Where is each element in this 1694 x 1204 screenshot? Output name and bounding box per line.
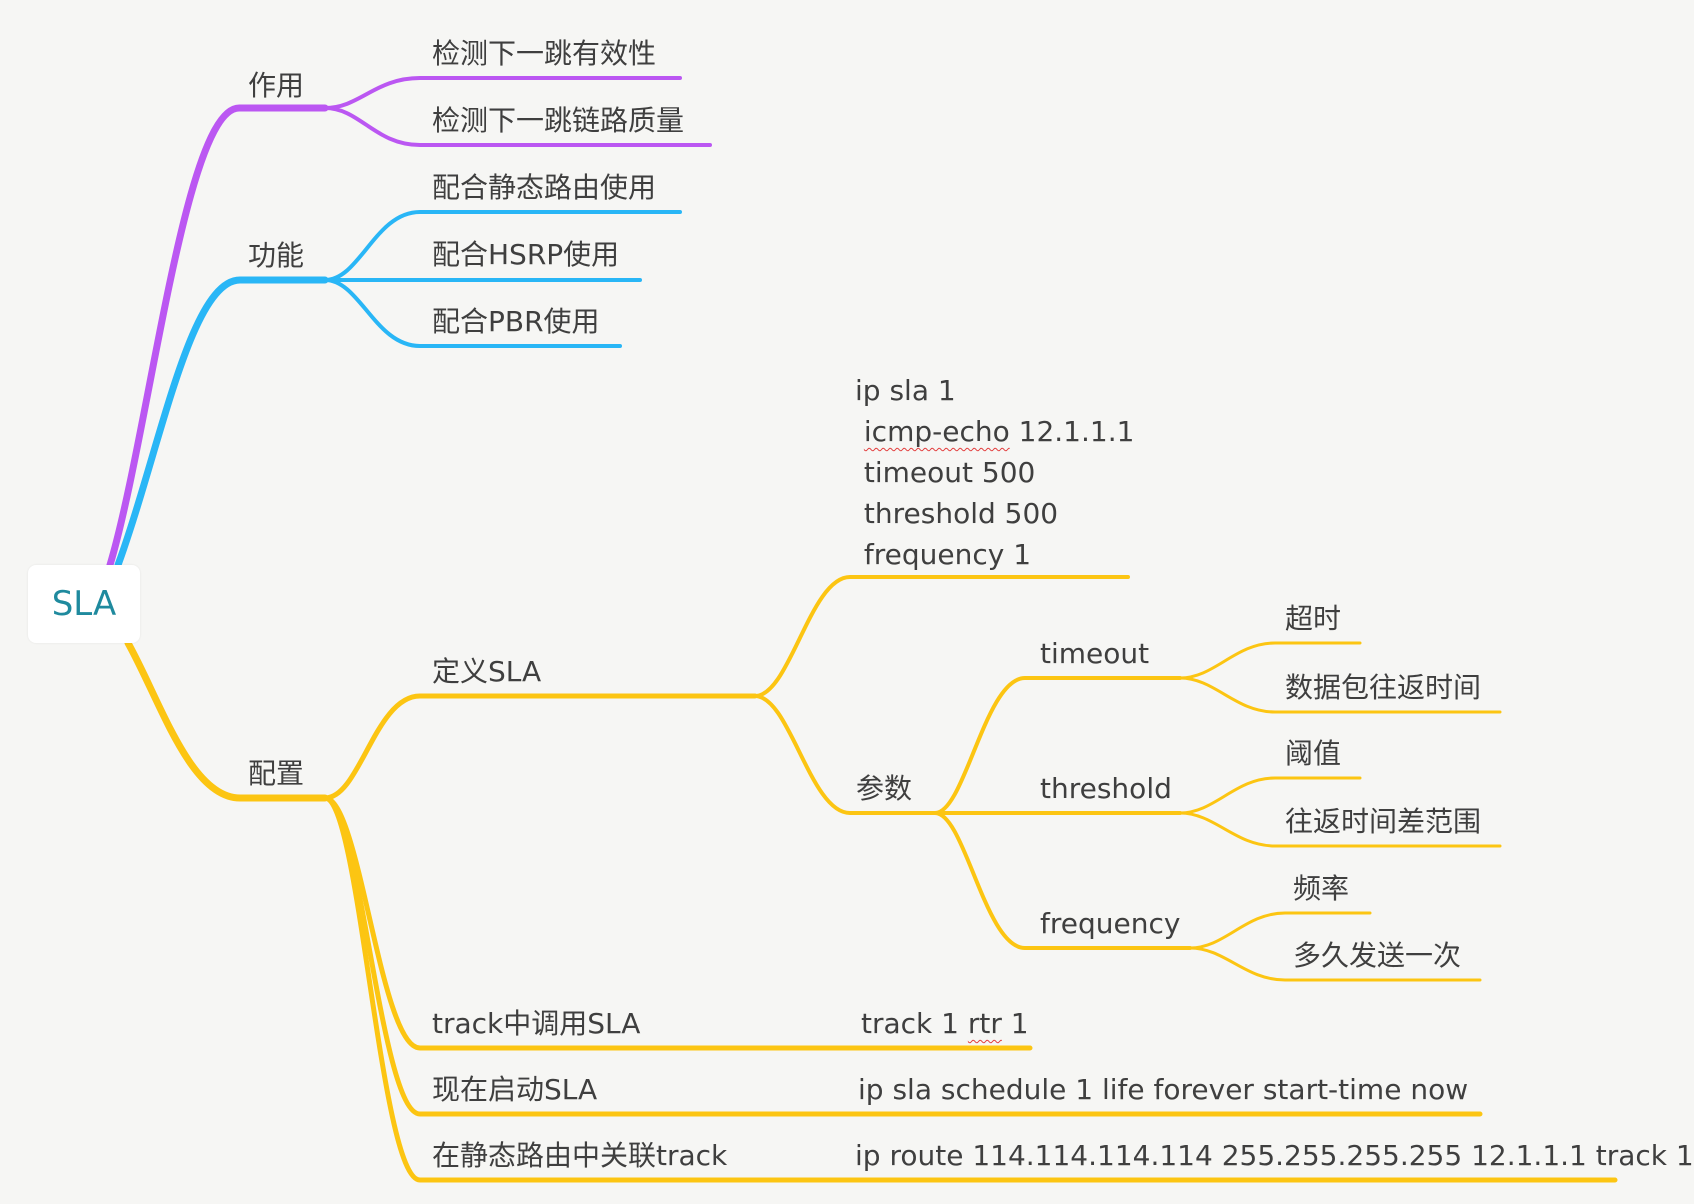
- node-function-item1[interactable]: 配合静态路由使用: [432, 171, 657, 204]
- edge-purpose-item1: [323, 76, 682, 110]
- edge-function-item3: [323, 278, 622, 348]
- node-route-cmd[interactable]: ip route 114.114.114.114 255.255.255.255…: [855, 1139, 1694, 1172]
- node-purpose-item1[interactable]: 检测下一跳有效性: [432, 37, 657, 70]
- node-params[interactable]: 参数: [856, 772, 913, 805]
- edge-config-define: [322, 693, 758, 801]
- node-frequency-child1[interactable]: 频率: [1293, 872, 1350, 905]
- edge-define-code: [753, 575, 1130, 698]
- node-threshold-child2[interactable]: 往返时间差范围: [1285, 805, 1482, 838]
- node-function[interactable]: 功能: [248, 239, 305, 272]
- node-timeout-child2[interactable]: 数据包往返时间: [1285, 671, 1482, 704]
- code-line: timeout 500: [855, 456, 1036, 489]
- node-track-cmd[interactable]: track 1 rtr 1: [861, 1006, 1029, 1042]
- edge-root-function: [114, 276, 329, 569]
- edge-config-route: [322, 795, 1618, 1183]
- track-cmd-suffix: 1: [1001, 1007, 1029, 1040]
- mindmap-connectors: [106, 76, 1618, 1183]
- edge-threshold-c1: [1178, 776, 1362, 815]
- node-config[interactable]: 配置: [248, 757, 305, 790]
- code-icmp-echo: icmp-echo: [863, 415, 1010, 448]
- node-function-item2[interactable]: 配合HSRP使用: [432, 238, 620, 271]
- edge-params-frequency: [933, 811, 1192, 950]
- edge-frequency-c1: [1188, 911, 1372, 950]
- node-route[interactable]: 在静态路由中关联track: [432, 1139, 728, 1172]
- edge-params-timeout: [933, 676, 1182, 815]
- track-cmd-prefix: track 1: [861, 1007, 968, 1040]
- edge-root-config: [124, 639, 329, 802]
- code-line: threshold 500: [855, 497, 1059, 530]
- edge-timeout-c1: [1178, 641, 1362, 680]
- code-line: frequency 1: [855, 538, 1032, 571]
- node-track[interactable]: track中调用SLA: [432, 1007, 641, 1040]
- edge-function-item1: [323, 210, 682, 282]
- node-timeout[interactable]: timeout: [1040, 637, 1150, 670]
- edge-threshold-c2: [1178, 811, 1502, 848]
- code-line: ip sla 1: [855, 374, 956, 407]
- edge-frequency-c2: [1188, 946, 1482, 982]
- node-timeout-child1[interactable]: 超时: [1285, 602, 1342, 635]
- node-frequency-child2[interactable]: 多久发送一次: [1293, 939, 1462, 972]
- node-purpose-item2[interactable]: 检测下一跳链路质量: [432, 104, 685, 137]
- node-define-sla[interactable]: 定义SLA: [432, 655, 542, 688]
- edge-root-purpose: [106, 104, 329, 569]
- code-line: icmp-echo 12.1.1.1: [863, 415, 1135, 448]
- node-threshold-child1[interactable]: 阈值: [1285, 737, 1342, 770]
- node-start[interactable]: 现在启动SLA: [432, 1073, 598, 1106]
- node-function-item3[interactable]: 配合PBR使用: [432, 305, 600, 338]
- edge-timeout-c2: [1178, 676, 1502, 714]
- track-cmd-rtr: rtr: [967, 1007, 1002, 1040]
- node-threshold[interactable]: threshold: [1040, 772, 1172, 805]
- root-node-sla[interactable]: SLA: [28, 565, 140, 643]
- node-purpose[interactable]: 作用: [248, 69, 305, 102]
- node-frequency[interactable]: frequency: [1040, 907, 1181, 940]
- node-start-cmd[interactable]: ip sla schedule 1 life forever start-tim…: [858, 1073, 1469, 1106]
- edge-define-params: [753, 694, 937, 815]
- node-define-code[interactable]: ip sla 1 icmp-echo 12.1.1.1 timeout 500 …: [855, 370, 1134, 575]
- edge-purpose-item2: [323, 106, 712, 147]
